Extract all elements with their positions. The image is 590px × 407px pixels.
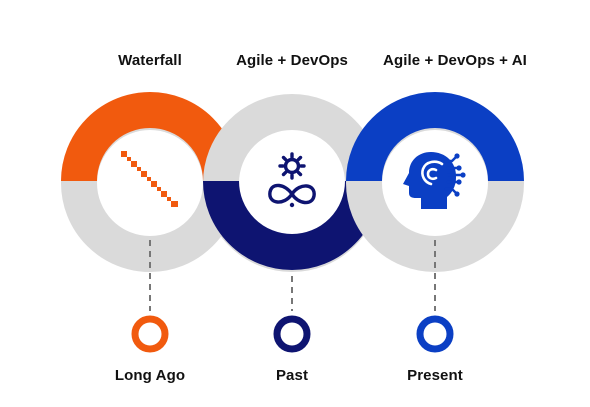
- staircase-icon: [121, 151, 178, 207]
- time-label-past: Past: [275, 367, 309, 384]
- milestone-present: [416, 315, 454, 353]
- ring-waterfall-arc: [61, 92, 239, 182]
- stage-title-agile-devops-ai: Agile + DevOps + AI: [383, 52, 527, 69]
- time-label-long-ago: Long Ago: [114, 367, 186, 384]
- milestone-past: [273, 315, 311, 353]
- stage-title-agile-devops: Agile + DevOps: [236, 52, 348, 69]
- time-label-present: Present: [407, 367, 463, 384]
- ring-waterfall: [61, 92, 239, 272]
- milestone-long-ago: [131, 315, 169, 353]
- ai-head-icon: [403, 152, 466, 209]
- gear-infinity-icon: [268, 152, 316, 208]
- ring-agile-devops: [203, 94, 381, 272]
- stage-title-waterfall: Waterfall: [118, 52, 182, 69]
- ring-ai-arc: [346, 92, 524, 182]
